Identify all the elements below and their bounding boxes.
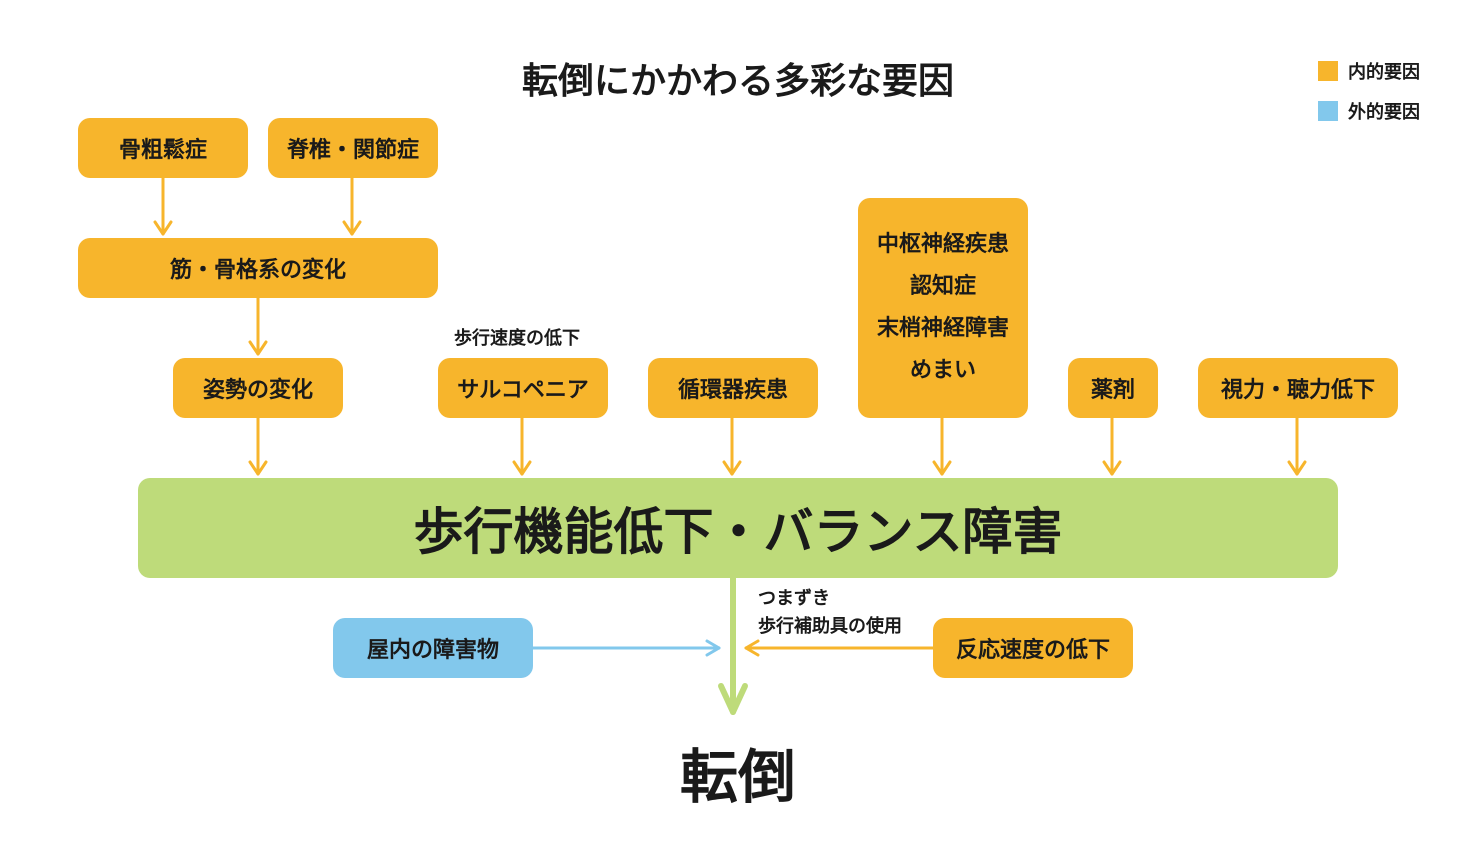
node-vision-hearing: 視力・聴力低下 (1198, 358, 1398, 418)
node-fall: 転倒 (679, 743, 796, 811)
node-musculoskeletal: 筋・骨格系の変化 (78, 238, 438, 298)
legend-external-swatch (1318, 101, 1338, 121)
legend-internal: 内的要因 (1318, 58, 1420, 84)
node-neuro-line-1: 中枢神経疾患 (876, 232, 1009, 257)
note-tripping: つまずき (758, 588, 830, 609)
node-spine-joint: 脊椎・関節症 (268, 118, 438, 178)
legend-internal-swatch (1318, 61, 1338, 81)
diagram-title: 転倒にかかわる多彩な要因 (521, 61, 954, 102)
note-walking-speed: 歩行速度の低下 (454, 328, 580, 349)
node-neuro-line-4: めまい (909, 358, 976, 383)
legend-external-label: 外的要因 (1348, 102, 1420, 123)
node-medication: 薬剤 (1068, 358, 1158, 418)
node-neuro-line-2: 認知症 (909, 274, 976, 299)
node-posture: 姿勢の変化 (173, 358, 343, 418)
node-gait-balance: 歩行機能低下・バランス障害 (138, 478, 1338, 578)
node-circulatory: 循環器疾患 (648, 358, 818, 418)
node-indoor-obstacles: 屋内の障害物 (333, 618, 533, 678)
node-neuro: 中枢神経疾患 認知症 末梢神経障害 めまい (858, 198, 1028, 418)
node-sarcopenia: サルコペニア (438, 358, 608, 418)
node-neuro-line-3: 末梢神経障害 (876, 316, 1009, 341)
node-osteoporosis: 骨粗鬆症 (78, 118, 248, 178)
note-walking-aid: 歩行補助具の使用 (758, 616, 902, 637)
legend-internal-label: 内的要因 (1348, 62, 1420, 83)
node-reaction-speed: 反応速度の低下 (933, 618, 1133, 678)
legend-external: 外的要因 (1318, 98, 1420, 124)
